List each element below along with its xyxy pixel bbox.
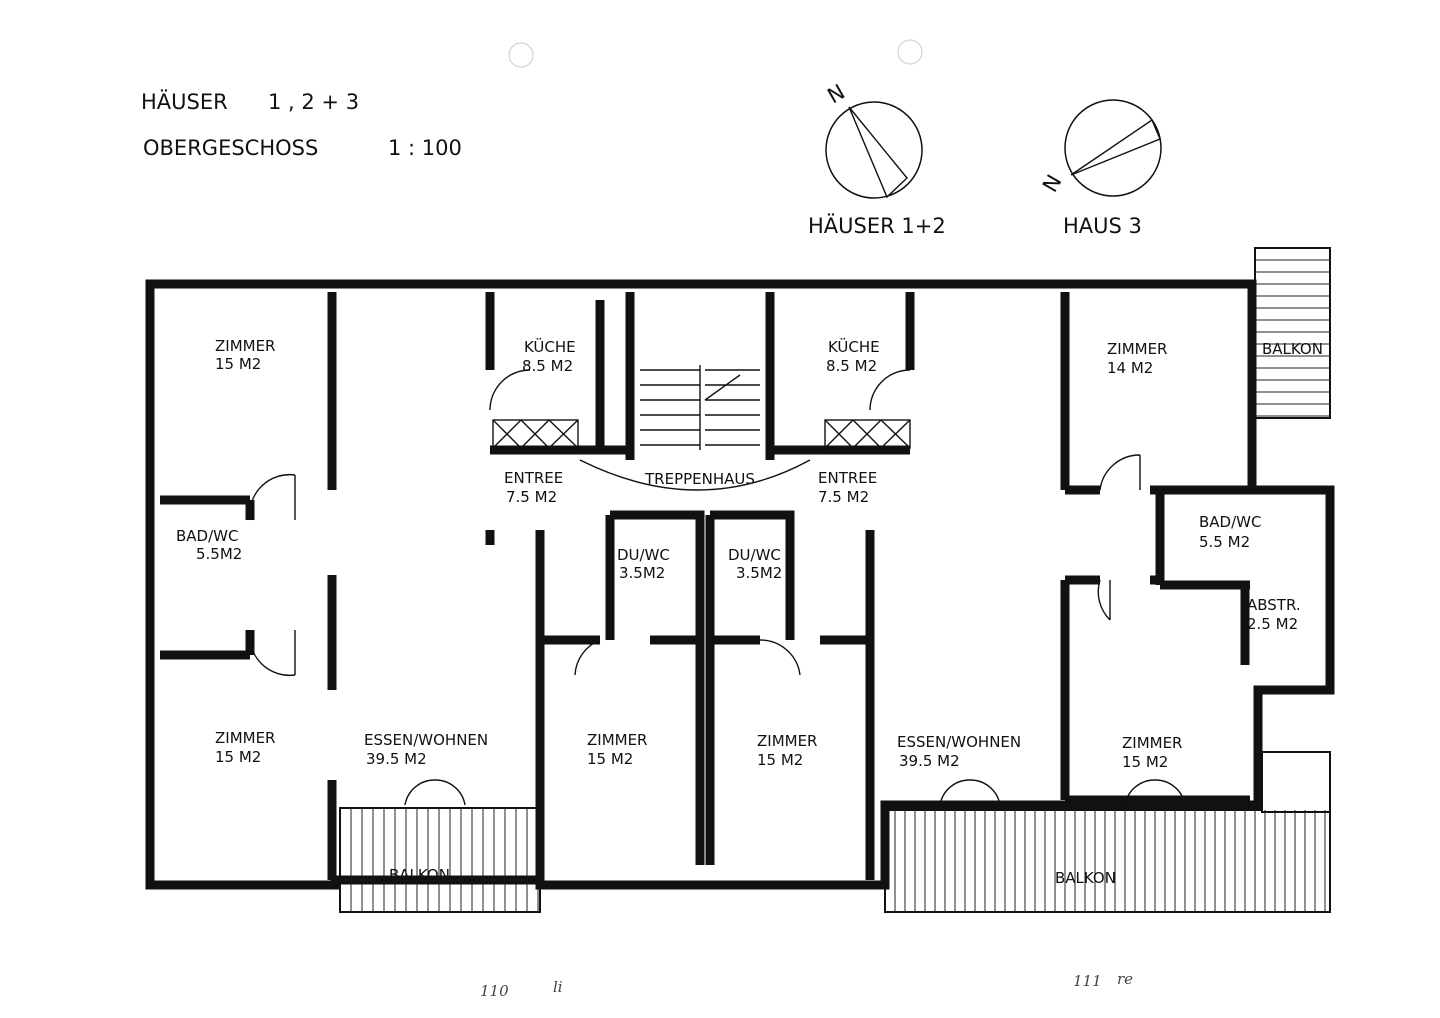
handwritten-note: 111 bbox=[1073, 972, 1102, 990]
north-label: N bbox=[1038, 171, 1067, 197]
svg-text:5.5 M2: 5.5 M2 bbox=[1199, 533, 1250, 551]
svg-text:39.5 M2: 39.5 M2 bbox=[366, 750, 427, 768]
svg-text:3.5M2: 3.5M2 bbox=[736, 564, 782, 582]
walls bbox=[145, 279, 1335, 890]
svg-text:15 M2: 15 M2 bbox=[1122, 753, 1168, 771]
svg-text:KÜCHE: KÜCHE bbox=[524, 337, 576, 356]
svg-text:ESSEN/WOHNEN: ESSEN/WOHNEN bbox=[364, 731, 488, 749]
svg-text:15 M2: 15 M2 bbox=[757, 751, 803, 769]
svg-text:ZIMMER: ZIMMER bbox=[1107, 340, 1167, 358]
svg-text:BAD/WC: BAD/WC bbox=[1199, 513, 1261, 531]
room-bad-right: BAD/WC 5.5 M2 bbox=[1199, 513, 1261, 551]
compass-caption: HÄUSER 1+2 bbox=[808, 213, 946, 238]
title-houses-label: HÄUSER bbox=[141, 89, 228, 114]
handwritten-note: li bbox=[553, 978, 563, 996]
svg-text:8.5 M2: 8.5 M2 bbox=[826, 357, 877, 375]
svg-text:ABSTR.: ABSTR. bbox=[1247, 596, 1301, 614]
svg-text:ZIMMER: ZIMMER bbox=[757, 732, 817, 750]
svg-text:ESSEN/WOHNEN: ESSEN/WOHNEN bbox=[897, 733, 1021, 751]
svg-text:14 M2: 14 M2 bbox=[1107, 359, 1153, 377]
north-label: N bbox=[823, 80, 849, 109]
svg-text:5.5M2: 5.5M2 bbox=[196, 545, 242, 563]
svg-text:39.5 M2: 39.5 M2 bbox=[899, 752, 960, 770]
balcony-right bbox=[884, 751, 1331, 913]
room-abstellraum: ABSTR.2.5 M2 bbox=[1247, 596, 1301, 633]
room-balkon-top-right: BALKON bbox=[1262, 340, 1323, 358]
svg-text:15 M2: 15 M2 bbox=[215, 355, 261, 373]
punch-hole bbox=[897, 39, 923, 65]
balcony-left bbox=[339, 807, 541, 913]
svg-text:KÜCHE: KÜCHE bbox=[828, 337, 880, 356]
compass-houses-1-2: N HÄUSER 1+2 bbox=[808, 80, 946, 238]
title-floor: OBERGESCHOSS bbox=[143, 136, 318, 160]
room-treppenhaus: TREPPENHAUS bbox=[644, 470, 755, 488]
svg-text:7.5 M2: 7.5 M2 bbox=[506, 488, 557, 506]
svg-text:ZIMMER: ZIMMER bbox=[1122, 734, 1182, 752]
room-balkon-right: BALKON bbox=[1055, 869, 1116, 887]
svg-text:DU/WC: DU/WC bbox=[728, 546, 781, 564]
svg-text:ZIMMER: ZIMMER bbox=[587, 731, 647, 749]
handwritten-note: 110 bbox=[480, 982, 509, 1000]
svg-text:BAD/WC: BAD/WC bbox=[176, 527, 238, 545]
svg-text:15 M2: 15 M2 bbox=[215, 748, 261, 766]
svg-text:ZIMMER: ZIMMER bbox=[215, 729, 275, 747]
punch-hole bbox=[508, 42, 534, 68]
north-arrow-icon bbox=[848, 106, 908, 199]
room-balkon-left: BALKON bbox=[389, 866, 450, 884]
svg-text:15 M2: 15 M2 bbox=[587, 750, 633, 768]
svg-text:3.5M2: 3.5M2 bbox=[619, 564, 665, 582]
svg-text:7.5 M2: 7.5 M2 bbox=[818, 488, 869, 506]
balcony-top-right bbox=[1254, 247, 1331, 419]
title-houses-numbers: 1 , 2 + 3 bbox=[268, 90, 359, 114]
room-duwc-left: DU/WC3.5M2 bbox=[617, 546, 670, 582]
svg-text:DU/WC: DU/WC bbox=[617, 546, 670, 564]
title-scale: 1 : 100 bbox=[388, 136, 462, 160]
compass-caption: HAUS 3 bbox=[1063, 214, 1142, 238]
north-arrow-icon bbox=[1070, 118, 1161, 176]
svg-text:2.5 M2: 2.5 M2 bbox=[1247, 615, 1298, 633]
svg-text:ENTREE: ENTREE bbox=[818, 469, 877, 487]
room-duwc-right: DU/WC3.5M2 bbox=[728, 546, 782, 582]
room-bad-left: BAD/WC5.5M2 bbox=[176, 527, 242, 563]
handwritten-note: re bbox=[1117, 970, 1133, 988]
svg-text:ENTREE: ENTREE bbox=[504, 469, 563, 487]
svg-text:ZIMMER: ZIMMER bbox=[215, 337, 275, 355]
svg-text:8.5 M2: 8.5 M2 bbox=[522, 357, 573, 375]
compass-haus-3: N HAUS 3 bbox=[1038, 99, 1162, 238]
